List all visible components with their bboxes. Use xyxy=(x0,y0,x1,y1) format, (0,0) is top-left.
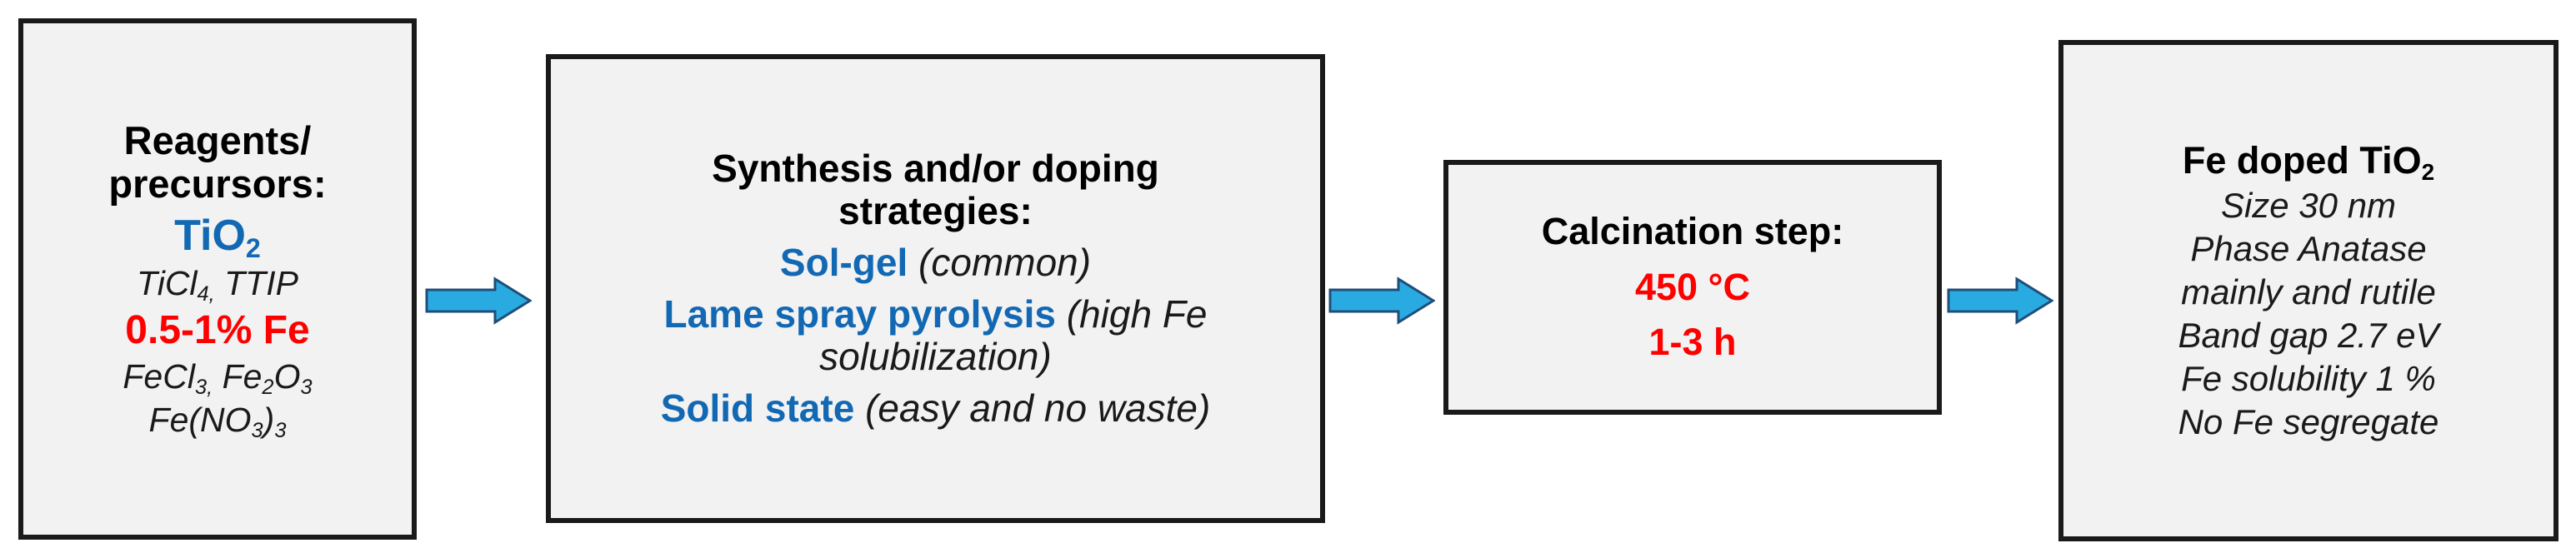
calcination-duration: 1-3 h xyxy=(1648,321,1737,364)
strategy-solid-state: Solid state (easy and no waste) xyxy=(566,386,1305,431)
fe2o3-subscript-3: 3 xyxy=(300,375,313,399)
product-heading: Fe doped TiO2 xyxy=(2068,138,2548,185)
strategy-lame-spray-pyrolysis-note-wrap: solubilization) xyxy=(819,335,1052,379)
product-property-size: Size 30 nm xyxy=(2220,186,2397,226)
product-property-band-gap: Band gap 2.7 eV xyxy=(2178,316,2439,356)
flow-arrow-calcination-to-product xyxy=(1947,277,2053,325)
calcination-heading: Calcination step: xyxy=(1541,210,1844,253)
strategy-sol-gel-note xyxy=(908,241,918,284)
product-property-phase-2: mainly and rutile xyxy=(2181,272,2436,312)
strategy-lame-spray-pyrolysis: Lame spray pyrolysis (high Fe xyxy=(566,291,1305,336)
synthesis-heading-line-1: Synthesis and/or doping xyxy=(712,146,1159,190)
flow-arrow-reagents-to-synthesis xyxy=(425,277,532,325)
reagents-precursors-box: Reagents/ precursors: TiO2 TiCl4, TTIP 0… xyxy=(18,18,417,540)
strategy-sol-gel: Sol-gel (common) xyxy=(779,240,1092,284)
product-heading-base: Fe doped TiO xyxy=(2182,138,2422,182)
strategy-lame-spray-pyrolysis-note: (high Fe xyxy=(1066,291,1208,336)
fecl3-subscript: 3, xyxy=(194,375,213,399)
reagents-heading-line-2: precursors: xyxy=(108,162,327,207)
fe2o3-subscript-2: 2 xyxy=(262,375,274,399)
synthesis-doping-strategies-box: Synthesis and/or doping strategies: Sol-… xyxy=(546,54,1325,523)
product-property-segregation: No Fe segregate xyxy=(2178,402,2439,442)
reagents-tio2-label: TiO2 xyxy=(28,211,407,263)
synthesis-heading-line-2: strategies: xyxy=(838,189,1033,233)
feno33-subscript-3: 3 xyxy=(251,418,263,442)
product-heading-subscript: 2 xyxy=(2421,158,2435,185)
strategy-sol-gel-name: Sol-gel xyxy=(779,240,908,284)
reagents-heading-line-1: Reagents/ xyxy=(123,117,312,162)
reagents-ti-precursors: TiCl4, TTIP xyxy=(137,264,298,306)
strategy-solid-state-name: Solid state xyxy=(660,386,855,430)
calcination-temperature: 450 °C xyxy=(1634,265,1751,308)
strategy-lame-spray-pyrolysis-name: Lame spray pyrolysis xyxy=(663,291,1056,336)
product-property-fe-solubility: Fe solubility 1 % xyxy=(2181,359,2436,399)
flow-arrow-synthesis-to-calcination xyxy=(1328,277,1435,325)
feno33-subscript-outer: 3 xyxy=(274,418,287,442)
reagents-fe-precursors-2: Fe(NO3)3 xyxy=(148,400,287,442)
reagents-tio2-subscript: 2 xyxy=(245,232,261,263)
strategy-solid-state-note: (easy and no waste) xyxy=(865,386,1211,430)
reagents-tio2-base: TiO xyxy=(174,211,246,260)
calcination-step-box: Calcination step: 450 °C 1-3 h xyxy=(1443,160,1942,415)
product-property-phase-1: Phase Anatase xyxy=(2190,229,2427,269)
fe-doped-tio2-product-box: Fe doped TiO2 Size 30 nm Phase Anatase m… xyxy=(2058,40,2558,541)
reagents-fe-loading: 0.5-1% Fe xyxy=(125,307,310,352)
ticl4-subscript: 4, xyxy=(197,282,215,306)
reagents-fe-precursors-1: FeCl3, Fe2O3 xyxy=(123,356,313,399)
